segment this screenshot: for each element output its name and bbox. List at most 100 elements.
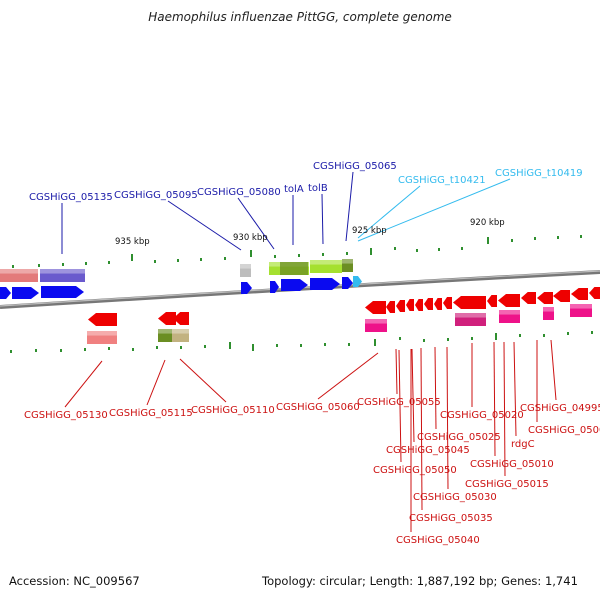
leader-line	[345, 171, 354, 242]
leader-line	[317, 352, 379, 400]
reverse-gene-label: CGSHiGG_05030	[413, 492, 497, 503]
scale-tick	[534, 237, 536, 240]
scale-tick	[580, 235, 582, 238]
scale-tick	[543, 334, 545, 337]
scale-tick	[495, 333, 497, 340]
reverse-cds-arrow	[406, 299, 414, 311]
forward-feature-box-shine	[240, 264, 251, 269]
forward-gene-label: CGSHiGG_05095	[114, 190, 198, 201]
trna-gene-label: CGSHiGG_t10419	[495, 168, 583, 179]
scale-tick	[84, 348, 86, 351]
reverse-gene-label: CGSHiGG_05035	[409, 513, 493, 524]
scale-tick	[346, 252, 348, 255]
leader-line	[420, 347, 423, 511]
forward-feature-box	[240, 264, 251, 277]
reverse-feature-box-shine	[365, 319, 387, 324]
scale-tick	[447, 338, 449, 341]
forward-gene-label: CGSHiGG_05135	[29, 192, 113, 203]
topology-text: Topology: circular; Length: 1,887,192 bp…	[262, 574, 578, 588]
scale-tick	[324, 343, 326, 346]
scale-tick	[416, 249, 418, 252]
scale-tick	[62, 263, 64, 266]
forward-cds-arrow	[281, 279, 308, 291]
forward-cds-arrow	[241, 282, 252, 294]
reverse-feature-box	[158, 329, 172, 342]
reverse-feature-box	[499, 310, 520, 323]
forward-gene-label: tolA	[284, 184, 304, 195]
leader-line	[167, 200, 242, 251]
scale-ticks	[10, 235, 593, 353]
scale-tick	[591, 331, 593, 334]
reverse-cds-arrow	[487, 295, 497, 307]
reverse-gene-label: CGSHiGG_05115	[109, 408, 193, 419]
scale-tick	[394, 247, 396, 250]
scale-tick	[85, 262, 87, 265]
scale-tick	[204, 345, 206, 348]
scale-label: 920 kbp	[470, 218, 505, 228]
leader-line	[146, 359, 166, 406]
leader-line	[503, 341, 506, 477]
reverse-gene-label: CGSHiGG_05025	[417, 432, 501, 443]
scale-label: 935 kbp	[115, 237, 150, 247]
leader-line	[64, 360, 103, 408]
scale-label: 930 kbp	[233, 233, 268, 243]
reverse-cds-arrow	[443, 297, 452, 309]
scale-tick	[374, 339, 376, 346]
scale-tick	[300, 344, 302, 347]
leader-line	[237, 197, 275, 250]
leader-line	[550, 339, 557, 401]
scale-tick	[224, 257, 226, 260]
reverse-gene-label: CGSHiGG_05060	[276, 402, 360, 413]
forward-cds-arrow	[12, 287, 39, 299]
reverse-feature-box	[455, 313, 486, 326]
reverse-cds-arrow	[453, 296, 486, 309]
scale-tick	[370, 248, 372, 255]
scale-tick	[131, 254, 133, 261]
leader-line	[395, 348, 398, 395]
reverse-cds-arrow	[537, 292, 553, 304]
forward-cds-arrow	[41, 286, 84, 298]
forward-feature-box-overlay	[280, 262, 308, 275]
scale-tick	[38, 264, 40, 267]
reverse-feature-box-shine	[499, 310, 520, 315]
trna-gene-label: CGSHiGG_t10421	[398, 175, 486, 186]
reverse-feature-box	[87, 331, 117, 344]
forward-gene-label: CGSHiGG_05065	[313, 161, 397, 172]
reverse-cds-arrow	[589, 287, 600, 299]
reverse-cds-arrow	[498, 294, 520, 307]
reverse-feature-box-shine	[570, 304, 592, 309]
reverse-cds-arrow	[158, 312, 176, 325]
scale-tick	[557, 236, 559, 239]
reverse-feature-box	[543, 307, 554, 320]
scale-tick	[519, 334, 521, 337]
leader-line	[446, 346, 449, 490]
leader-line	[513, 341, 517, 437]
reverse-gene-label: CGSHiGG_04995	[520, 403, 600, 414]
forward-feature-box-shine	[310, 260, 342, 265]
scale-tick	[10, 350, 12, 353]
forward-cds-arrow	[310, 278, 340, 290]
scale-tick	[180, 346, 182, 349]
reverse-cds-arrow	[553, 290, 570, 302]
forward-cds-arrow	[342, 277, 353, 289]
scale-tick	[60, 349, 62, 352]
reverse-gene-label: CGSHiGG_05000	[528, 425, 600, 436]
scale-tick	[423, 339, 425, 342]
scale-tick	[108, 261, 110, 264]
reverse-feature-box	[172, 329, 189, 342]
feature-layer	[0, 259, 600, 344]
leader-line	[398, 349, 402, 463]
forward-cds-arrow	[270, 281, 279, 293]
scale-tick	[399, 337, 401, 340]
reverse-cds-arrow	[571, 288, 588, 300]
forward-gene-label: tolB	[308, 183, 328, 194]
reverse-feature-box-shine	[455, 313, 486, 318]
leader-line	[357, 185, 421, 239]
scale-tick	[177, 259, 179, 262]
reverse-cds-arrow	[424, 298, 433, 310]
scale-tick	[471, 337, 473, 340]
scale-tick	[229, 342, 231, 349]
scale-tick	[156, 346, 158, 349]
reverse-gene-label: CGSHiGG_05050	[373, 465, 457, 476]
